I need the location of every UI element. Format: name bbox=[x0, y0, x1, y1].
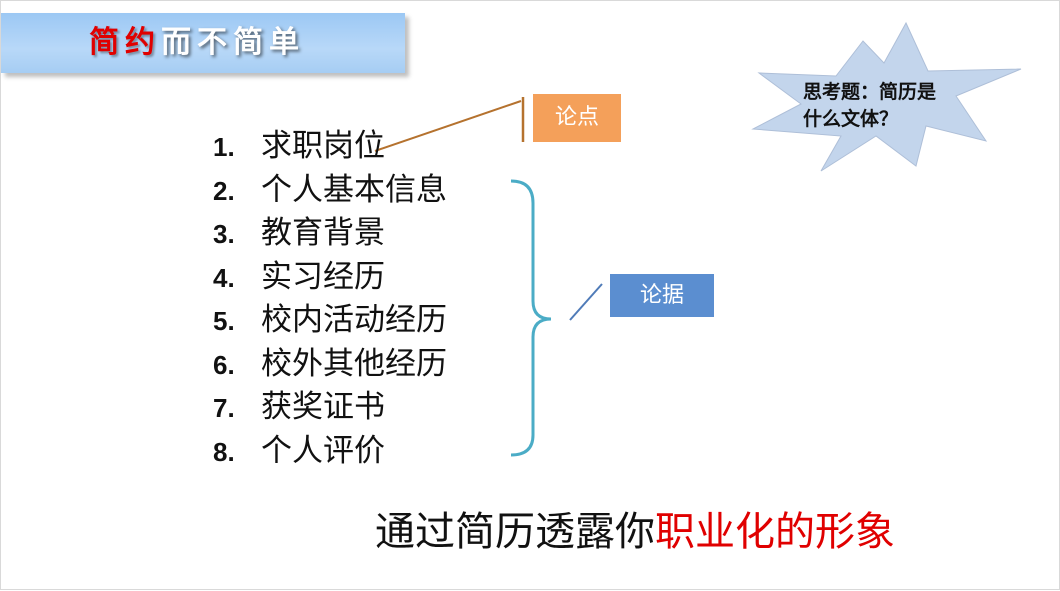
list-item: 3. 教育背景 bbox=[213, 212, 447, 256]
evidence-brace bbox=[510, 179, 552, 457]
conclusion-normal: 通过简历透露你 bbox=[375, 509, 655, 555]
thought-question-line: 什么文体？ bbox=[803, 108, 899, 130]
list-label: 个人评价 bbox=[261, 432, 385, 469]
list-number: 1. bbox=[213, 132, 235, 162]
list-item: 6. 校外其他经历 bbox=[213, 343, 447, 387]
argument-connector-line bbox=[374, 100, 522, 152]
thought-question-line: 思考题：简历是 bbox=[803, 81, 937, 103]
title-highlight: 简约 bbox=[89, 25, 161, 60]
evidence-connector-line bbox=[569, 283, 603, 321]
evidence-label-box: 论据 bbox=[610, 274, 714, 317]
list-item: 4. 实习经历 bbox=[213, 256, 447, 300]
list-number: 3. bbox=[213, 219, 235, 249]
title-banner bbox=[1, 13, 405, 73]
argument-label-box: 论点 bbox=[533, 94, 621, 142]
list-label: 教育背景 bbox=[261, 215, 385, 251]
list-item: 7. 获奖证书 bbox=[213, 386, 447, 430]
list-item: 1. 求职岗位 bbox=[213, 125, 447, 169]
page-title: 简约而不简单 bbox=[89, 25, 305, 61]
conclusion-statement: 通过简历透露你职业化的形象 bbox=[375, 504, 895, 560]
title-rest: 而不简单 bbox=[161, 25, 305, 60]
thought-question: 思考题：简历是 什么文体？ bbox=[803, 79, 973, 133]
list-label: 实习经历 bbox=[261, 258, 385, 295]
list-item: 5. 校内活动经历 bbox=[213, 299, 447, 343]
list-label: 获奖证书 bbox=[261, 389, 385, 425]
list-number: 8. bbox=[213, 436, 235, 467]
list-label: 校内活动经历 bbox=[261, 302, 447, 338]
starburst-shape bbox=[751, 21, 1022, 172]
list-label: 求职岗位 bbox=[261, 128, 385, 164]
list-number: 5. bbox=[213, 306, 235, 336]
list-label: 校外其他经历 bbox=[261, 345, 447, 382]
list-number: 7. bbox=[213, 393, 235, 423]
list-item: 2. 个人基本信息 bbox=[213, 169, 447, 213]
list-number: 4. bbox=[213, 262, 235, 293]
resume-section-list: 1. 求职岗位 2. 个人基本信息 3. 教育背景 4. 实习经历 5. 校内活动经历 6… bbox=[213, 125, 447, 473]
list-label: 个人基本信息 bbox=[261, 171, 447, 208]
list-item: 8. 个人评价 bbox=[213, 430, 447, 474]
list-number: 6. bbox=[213, 349, 235, 380]
list-number: 2. bbox=[213, 175, 235, 206]
conclusion-highlight: 职业化的形象 bbox=[655, 509, 895, 555]
